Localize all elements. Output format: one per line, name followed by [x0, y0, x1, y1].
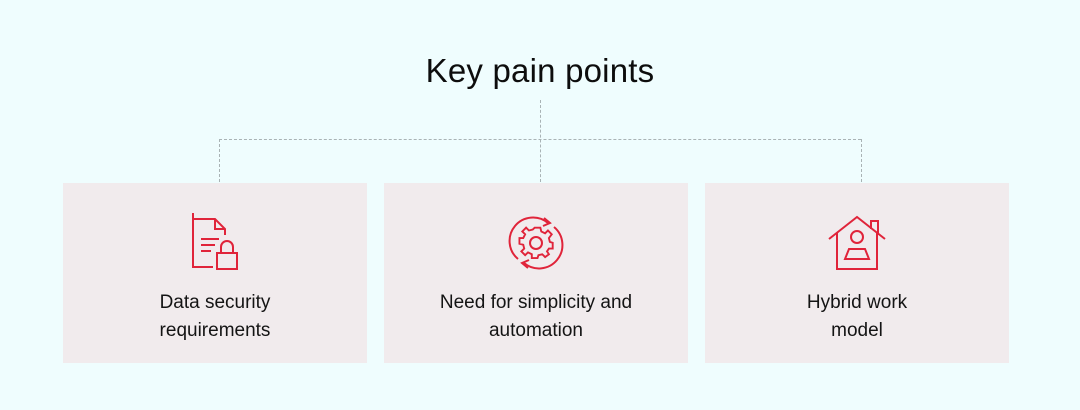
connector-left [219, 139, 220, 182]
card-simplicity-automation: Need for simplicity and automation [384, 183, 688, 363]
card-label-line2: model [831, 320, 883, 341]
connector-branch [219, 139, 861, 140]
gear-cycle-icon [508, 216, 564, 270]
card-hybrid-work: Hybrid work model [705, 183, 1009, 363]
card-label-line2: requirements [159, 320, 271, 341]
card-data-security: Data security requirements [63, 183, 367, 363]
home-user-icon [828, 215, 886, 270]
card-label-line2: automation [488, 320, 583, 341]
connector-right [861, 139, 862, 182]
connector-trunk [540, 100, 541, 182]
card-label-line1: Need for simplicity and [439, 292, 633, 313]
diagram-title: Key pain points [425, 52, 655, 89]
card-label-line1: Data security [159, 292, 271, 313]
card-label-line1: Hybrid work [806, 292, 908, 313]
document-lock-icon [192, 213, 238, 270]
